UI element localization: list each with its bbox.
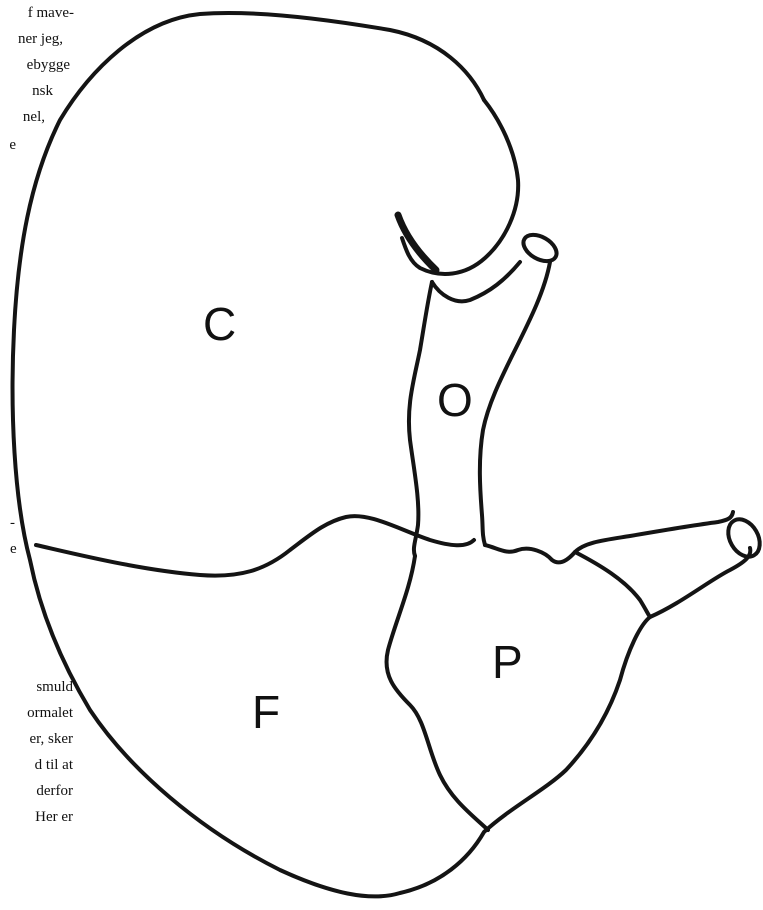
- pylorus-upper-boundary: [485, 512, 733, 562]
- esophagus-opening: [519, 229, 561, 266]
- cardia-fundus-boundary: [36, 516, 474, 575]
- esophagus-right-wall: [480, 262, 550, 545]
- label-p: P: [492, 636, 523, 688]
- esophagus-left-wall: [409, 282, 432, 556]
- esophagus-top-connector: [432, 262, 520, 301]
- label-o: O: [437, 374, 473, 426]
- stomach-outer-outline: [13, 13, 751, 896]
- label-c: C: [203, 298, 236, 350]
- pylorus-inner-boundary: [575, 552, 650, 617]
- label-f: F: [252, 686, 280, 738]
- fundus-pylorus-boundary: [387, 556, 488, 830]
